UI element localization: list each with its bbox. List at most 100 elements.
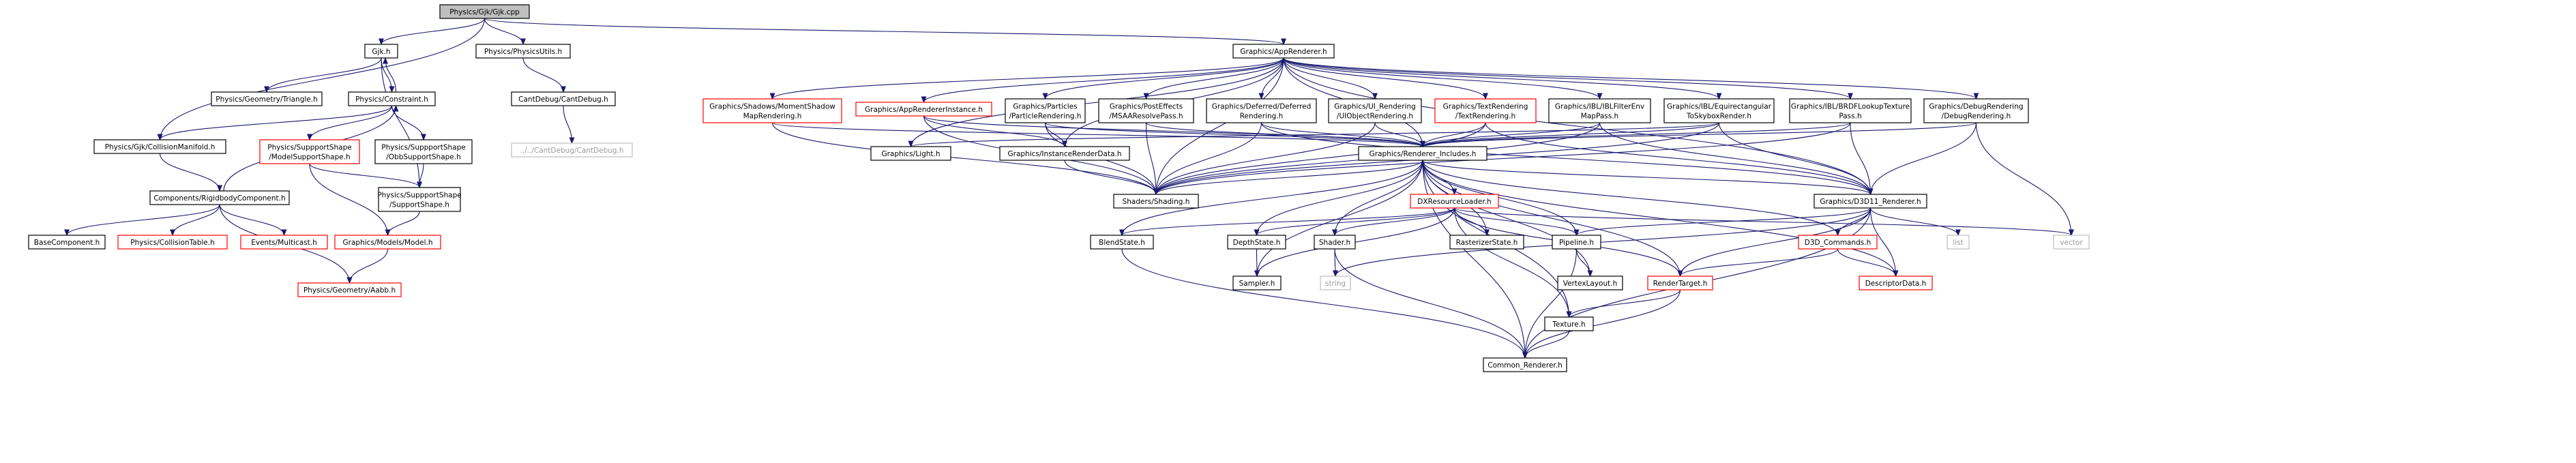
edge-constraint-to-gjk_h: [383, 57, 397, 93]
graph-node-instancedata[interactable]: Graphics/InstanceRenderData.h: [999, 146, 1130, 161]
edge-line: [1869, 207, 1897, 277]
graph-node-list[interactable]: list: [1946, 235, 1970, 250]
graph-node-pipeline[interactable]: Pipeline.h: [1552, 235, 1601, 250]
edge-line: [1283, 57, 1601, 100]
graph-node-cantdebug[interactable]: CantDebug/CantDebug.h: [511, 91, 616, 106]
graph-node-string[interactable]: string: [1320, 275, 1351, 290]
node-label: Graphics/Renderer_Includes.h: [1370, 150, 1477, 158]
graph-node-textrender[interactable]: Graphics/TextRendering/TextRendering.h: [1434, 98, 1537, 123]
graph-node-basecomp[interactable]: BaseComponent.h: [28, 235, 106, 250]
graph-node-vertexlayout[interactable]: VertexLayout.h: [1557, 275, 1623, 290]
graph-node-obbsupport[interactable]: Physics/SuppportShape/ObbSupportShape.h: [374, 139, 473, 164]
graph-node-colltable[interactable]: Physics/CollisionTable.h: [117, 235, 228, 250]
edge-line: [1453, 207, 2072, 236]
edge-line: [1145, 122, 1157, 195]
edge-line: [309, 105, 393, 140]
graph-node-root[interactable]: Physics/Gjk/Gjk.cpp: [439, 4, 530, 19]
edge-line: [172, 204, 220, 236]
edge-line: [381, 18, 486, 45]
graph-node-blendstate[interactable]: BlendState.h: [1090, 235, 1154, 250]
graph-node-texture[interactable]: Texture.h: [1544, 316, 1594, 331]
node-box: [378, 187, 461, 212]
graph-node-d3dcommands[interactable]: D3D_Commands.h: [1798, 235, 1878, 250]
graph-node-apprenderer[interactable]: Graphics/AppRenderer.h: [1232, 44, 1335, 59]
graph-node-shading[interactable]: Shaders/Shading.h: [1113, 194, 1199, 209]
graph-node-sampler[interactable]: Sampler.h: [1232, 275, 1282, 290]
graph-node-depthstate[interactable]: DepthState.h: [1227, 235, 1286, 250]
graph-node-shader[interactable]: Shader.h: [1314, 235, 1356, 250]
graph-node-light[interactable]: Graphics/Light.h: [870, 146, 951, 161]
edge-d3d11-to-pipeline: [1573, 207, 1871, 237]
graph-node-iblequirect[interactable]: Graphics/IBL/EquirectangularToSkyboxRend…: [1663, 98, 1775, 123]
edge-dxloader-to-pipeline: [1453, 207, 1580, 237]
edge-line: [349, 248, 389, 284]
edge-line: [1837, 248, 1897, 277]
edge-dxloader-to-blendstate: [1119, 207, 1455, 237]
arrowhead: [1153, 188, 1159, 196]
node-box: [1946, 235, 1970, 250]
edge-posteffects-to-includes: [1145, 122, 1425, 148]
node-label: /ModelSupportShape.h: [269, 153, 350, 162]
graph-node-cantdebug_ext[interactable]: ../../CantDebug/CantDebug.h: [511, 143, 633, 158]
edge-line: [1260, 122, 1423, 147]
edge-line: [1335, 207, 1871, 277]
edge-apprenderer-to-iblbrdf: [1283, 57, 1853, 100]
node-label: Texture.h: [1552, 320, 1585, 329]
graph-node-constraint[interactable]: Physics/Constraint.h: [348, 91, 436, 106]
graph-node-includes[interactable]: Graphics/Renderer_Includes.h: [1358, 146, 1487, 161]
graph-node-d3d11[interactable]: Graphics/D3D11_Renderer.h: [1813, 194, 1927, 209]
graph-node-multicast[interactable]: Events/Multicast.h: [240, 235, 328, 250]
arrowhead: [1281, 38, 1286, 46]
graph-node-rigidbody[interactable]: Components/RigidbodyComponent.h: [149, 190, 290, 205]
arrowhead: [1716, 93, 1722, 100]
arrowhead: [1420, 140, 1425, 148]
node-box: [1552, 235, 1601, 250]
edge-line: [1256, 207, 1455, 277]
edge-rendertarget-to-texture: [1566, 289, 1681, 318]
graph-node-momentshadow[interactable]: Graphics/Shadows/MomentShadowMapRenderin…: [702, 98, 842, 123]
graph-node-physutils[interactable]: Physics/PhysicsUtils.h: [475, 44, 571, 59]
graph-node-uirender[interactable]: Graphics/UI_Rendering/UIObjectRendering.…: [1328, 98, 1422, 123]
node-label: MapRendering.h: [743, 113, 802, 121]
graph-node-dxloader[interactable]: DXResourceLoader.h: [1410, 194, 1499, 209]
graph-node-aabb[interactable]: Physics/Geometry/Aabb.h: [297, 282, 402, 297]
graph-node-supportshape[interactable]: Physics/SuppportShape/SupportShape.h: [377, 187, 462, 212]
graph-node-particles[interactable]: Graphics/Particles/ParticleRendering.h: [1005, 98, 1086, 123]
edge-line: [1679, 207, 1871, 277]
arrowhead: [1597, 93, 1603, 100]
graph-node-rasterizer[interactable]: RasterizerState.h: [1449, 235, 1524, 250]
graph-node-debugrender[interactable]: Graphics/DebugRendering/DebugRendering.h: [1923, 98, 2029, 123]
edge-apprenderer-to-iblfilter: [1283, 57, 1603, 100]
graph-node-gjk_h[interactable]: Gjk.h: [364, 44, 398, 59]
graph-node-common[interactable]: Common_Renderer.h: [1483, 357, 1567, 372]
node-box: [2053, 235, 2090, 250]
edge-instancedata-to-shading: [1064, 160, 1159, 196]
node-label: Graphics/IBL/IBLFilterEnv: [1555, 103, 1644, 111]
edge-line: [66, 204, 220, 236]
edge-line: [1422, 160, 1591, 277]
arrowhead: [569, 137, 575, 145]
edge-line: [1155, 160, 1423, 195]
node-box: [211, 91, 323, 106]
edge-constraint-to-obbsupport: [391, 105, 426, 141]
graph-node-appinstance[interactable]: Graphics/AppRendererInstance.h: [855, 102, 992, 117]
edge-apprenderer-to-textrender: [1283, 57, 1488, 100]
node-label: Graphics/Deferred/Deferred: [1212, 103, 1312, 111]
node-label: /ObbSupportShape.h: [386, 153, 461, 162]
graph-node-modelsupport[interactable]: Physics/SuppportShape/ModelSupportShape.…: [259, 139, 360, 164]
graph-node-posteffects[interactable]: Graphics/PostEffects/MSAAResolvePass.h: [1098, 98, 1194, 123]
graph-node-collmanifold[interactable]: Physics/Gjk/CollisionManifold.h: [93, 139, 226, 154]
node-label: RasterizerState.h: [1456, 239, 1518, 247]
graph-node-vector[interactable]: vector: [2053, 235, 2090, 250]
node-label: Graphics/Models/Model.h: [343, 239, 433, 247]
graph-node-descriptor[interactable]: DescriptorData.h: [1859, 275, 1933, 290]
graph-node-triangle[interactable]: Physics/Geometry/Triangle.h: [211, 91, 323, 106]
arrowhead: [64, 229, 70, 237]
node-box: [1663, 98, 1775, 123]
graph-node-rendertarget[interactable]: RenderTarget.h: [1647, 275, 1713, 290]
node-box: [475, 44, 571, 59]
graph-node-model[interactable]: Graphics/Models/Model.h: [334, 235, 441, 250]
